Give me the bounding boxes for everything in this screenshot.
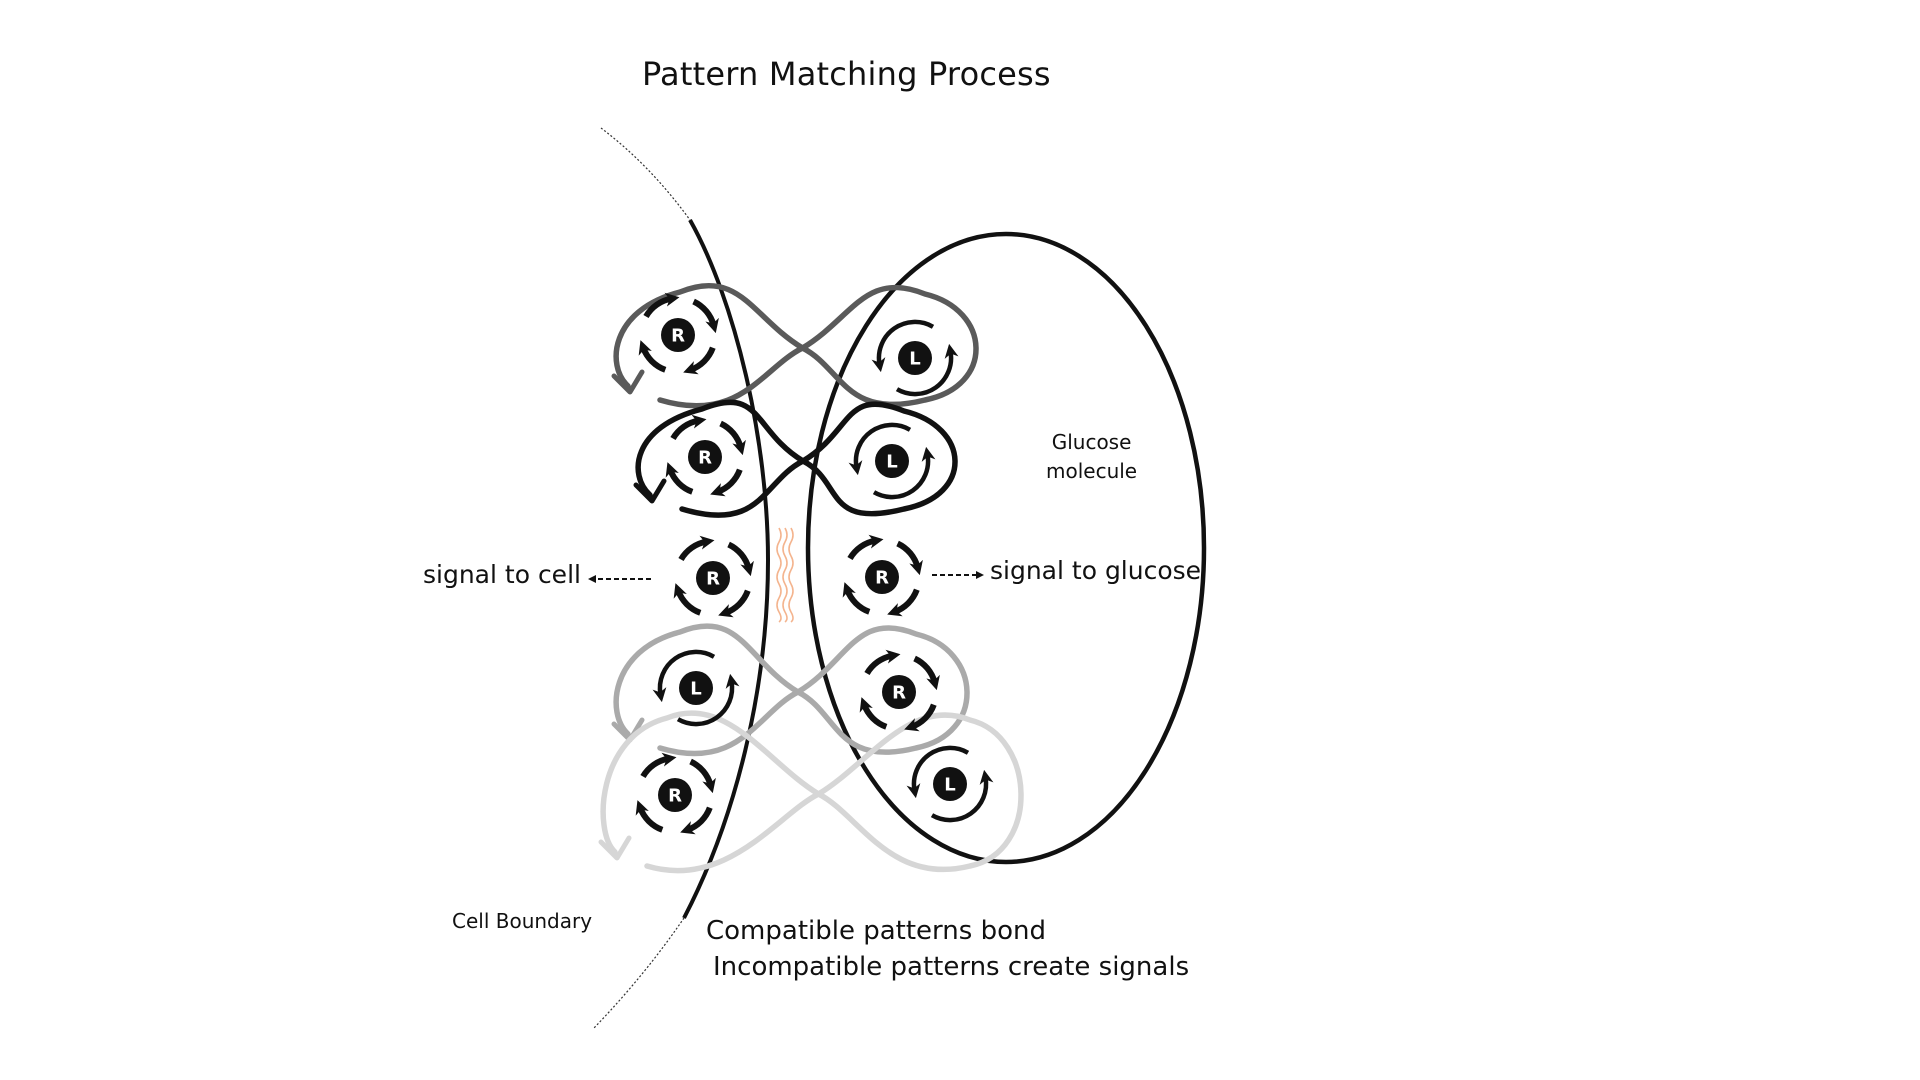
rotation-core-icon [875,444,909,478]
clockwise-arrow-icon [680,806,713,835]
bond-loop-row2 [635,399,958,518]
rotation-letter: L [690,679,701,700]
counterclockwise-arrow-icon [895,343,959,397]
glucose-molecule-ellipse [805,231,1207,865]
clockwise-arrow-icon [727,541,754,577]
rotation-core-icon [661,318,695,352]
clockwise-arrow-icon [635,800,664,833]
bond-loop-arrowhead-icon [598,835,632,861]
clockwise-arrow-icon [887,588,920,617]
cell-pattern-row1-right-handed: R [638,292,719,375]
clockwise-arrow-icon [859,697,888,730]
clockwise-arrow-icon [896,540,923,576]
glucose-label-line1: Glucose [1051,430,1132,454]
rotation-letter: R [668,786,682,807]
diagram-title: Pattern Matching Process [642,55,1051,93]
cell-boundary-label: Cell Boundary [452,909,593,933]
cell-boundary-dotted-bottom [593,917,685,1029]
clockwise-arrow-icon [913,655,940,691]
cell-pattern-row5-right-handed: R [635,752,716,835]
clockwise-arrow-icon [673,583,702,616]
clockwise-arrow-icon [718,589,751,618]
clockwise-arrow-icon [692,298,719,334]
caption-compatible: Compatible patterns bond [706,916,1046,946]
clockwise-arrow-icon [710,468,743,497]
caption-incompatible: Incompatible patterns create signals [713,952,1190,982]
clockwise-arrow-icon [904,703,937,732]
counterclockwise-arrow-icon [871,319,935,373]
rotation-letter: R [698,448,712,469]
rotation-letter: L [944,775,955,796]
rotation-letter: R [875,568,889,589]
clockwise-arrow-icon [864,649,901,676]
clockwise-arrow-icon [847,534,884,561]
rotation-letter: L [886,452,897,473]
clockwise-arrow-icon [683,346,716,375]
bond-loop-row4 [613,623,970,757]
signal-to-cell-label: signal to cell [423,560,581,589]
bond-loop-row1 [613,283,979,409]
glucose-label-line2: molecule [1046,459,1138,483]
clockwise-arrow-icon [638,340,667,373]
counterclockwise-arrow-icon [848,422,912,476]
clockwise-arrow-icon [678,535,715,562]
clockwise-arrow-icon [643,292,680,319]
rotation-core-icon [882,675,916,709]
clockwise-arrow-icon [719,420,746,456]
cell-pattern-row2-right-handed: R [665,414,746,497]
cell-boundary-dotted-top [600,127,691,221]
counterclockwise-arrow-icon [906,745,970,799]
clockwise-arrow-icon [640,752,677,779]
rotation-core-icon [696,561,730,595]
glucose-pattern-row3-right-handed: R [842,534,923,617]
glucose-molecule-label: Glucose molecule [1046,428,1137,486]
rotation-letter: R [892,683,906,704]
glucose-pattern-row5-left-handed: L [906,745,994,823]
cell-boundary-solid [682,219,771,919]
bond-loop-row5 [600,710,1024,874]
rotation-letter: L [909,349,920,370]
rotation-core-icon [658,778,692,812]
rotation-core-icon [688,440,722,474]
counterclockwise-arrow-icon [930,769,994,823]
glucose-pattern-row2-left-handed: L [848,422,936,500]
signal-to-glucose-label: signal to glucose [990,556,1202,585]
counterclockwise-arrow-icon [676,673,740,727]
glucose-pattern-row4-right-handed: R [859,649,940,732]
clockwise-arrow-icon [842,582,871,615]
rotation-core-icon [933,767,967,801]
glucose-pattern-row1-left-handed: L [871,319,959,397]
rotation-core-icon [679,671,713,705]
counterclockwise-arrow-icon [872,446,936,500]
counterclockwise-arrow-icon [652,649,716,703]
cell-pattern-row3-right-handed: R [673,535,754,618]
rotation-letter: R [706,569,720,590]
cell-pattern-row4-left-handed: L [652,649,740,727]
clockwise-arrow-icon [670,414,707,441]
bond-loop-arrowhead-icon [633,478,667,504]
clockwise-arrow-icon [665,462,694,495]
rotation-letter: R [671,326,685,347]
interaction-waves-icon [776,527,794,623]
clockwise-arrow-icon [689,758,716,794]
rotation-core-icon [865,560,899,594]
bond-loop-arrowhead-icon [611,369,645,395]
rotation-core-icon [898,341,932,375]
